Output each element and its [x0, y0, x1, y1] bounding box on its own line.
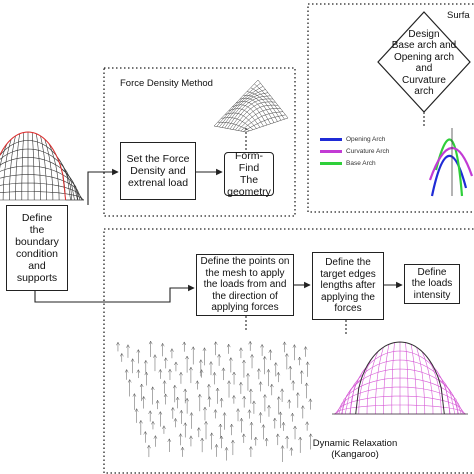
arch-legend: Opening Arch Curvature Arch Base Arch: [320, 136, 412, 167]
set-force-density-box: Set the Force Density and extrenal load: [120, 142, 196, 200]
legend-label: Base Arch: [346, 160, 376, 167]
define-target-lengths-box: Define the target edges lengths after ap…: [312, 252, 384, 320]
surface-section-frame: [307, 3, 474, 213]
form-find-box: Form-Find The geometry: [224, 150, 274, 198]
hypar-mesh: [213, 79, 289, 133]
define-points-box: Define the points on the mesh to apply t…: [196, 254, 294, 316]
surface-section-title: Surfa: [447, 10, 470, 21]
force-density-section-frame: [103, 67, 296, 217]
define-boundary-box: Define the boundary condition and suppor…: [6, 205, 68, 291]
legend-swatch: [320, 161, 342, 165]
define-loads-intensity-box: Define the loads intensity: [404, 264, 460, 304]
force-vector-field: [116, 340, 313, 462]
dynamic-relaxation-section-title: Dynamic Relaxation (Kangaroo): [312, 438, 398, 460]
arch-sketch: [428, 128, 474, 197]
design-arch-text: Design Base arch and Opening arch and Cu…: [391, 28, 457, 98]
left-dome-mesh: [0, 131, 84, 201]
connectors: [34, 112, 425, 334]
legend-label: Opening Arch: [346, 136, 386, 143]
relaxed-dome-mesh: [332, 341, 468, 415]
legend-swatch: [320, 149, 342, 153]
legend-swatch: [320, 137, 342, 141]
legend-item: Base Arch: [320, 160, 412, 167]
legend-item: Opening Arch: [320, 136, 412, 143]
force-density-section-title: Force Density Method: [120, 78, 213, 89]
legend-item: Curvature Arch: [320, 148, 412, 155]
dynamic-relaxation-section-frame: [103, 228, 474, 474]
legend-label: Curvature Arch: [346, 148, 390, 155]
